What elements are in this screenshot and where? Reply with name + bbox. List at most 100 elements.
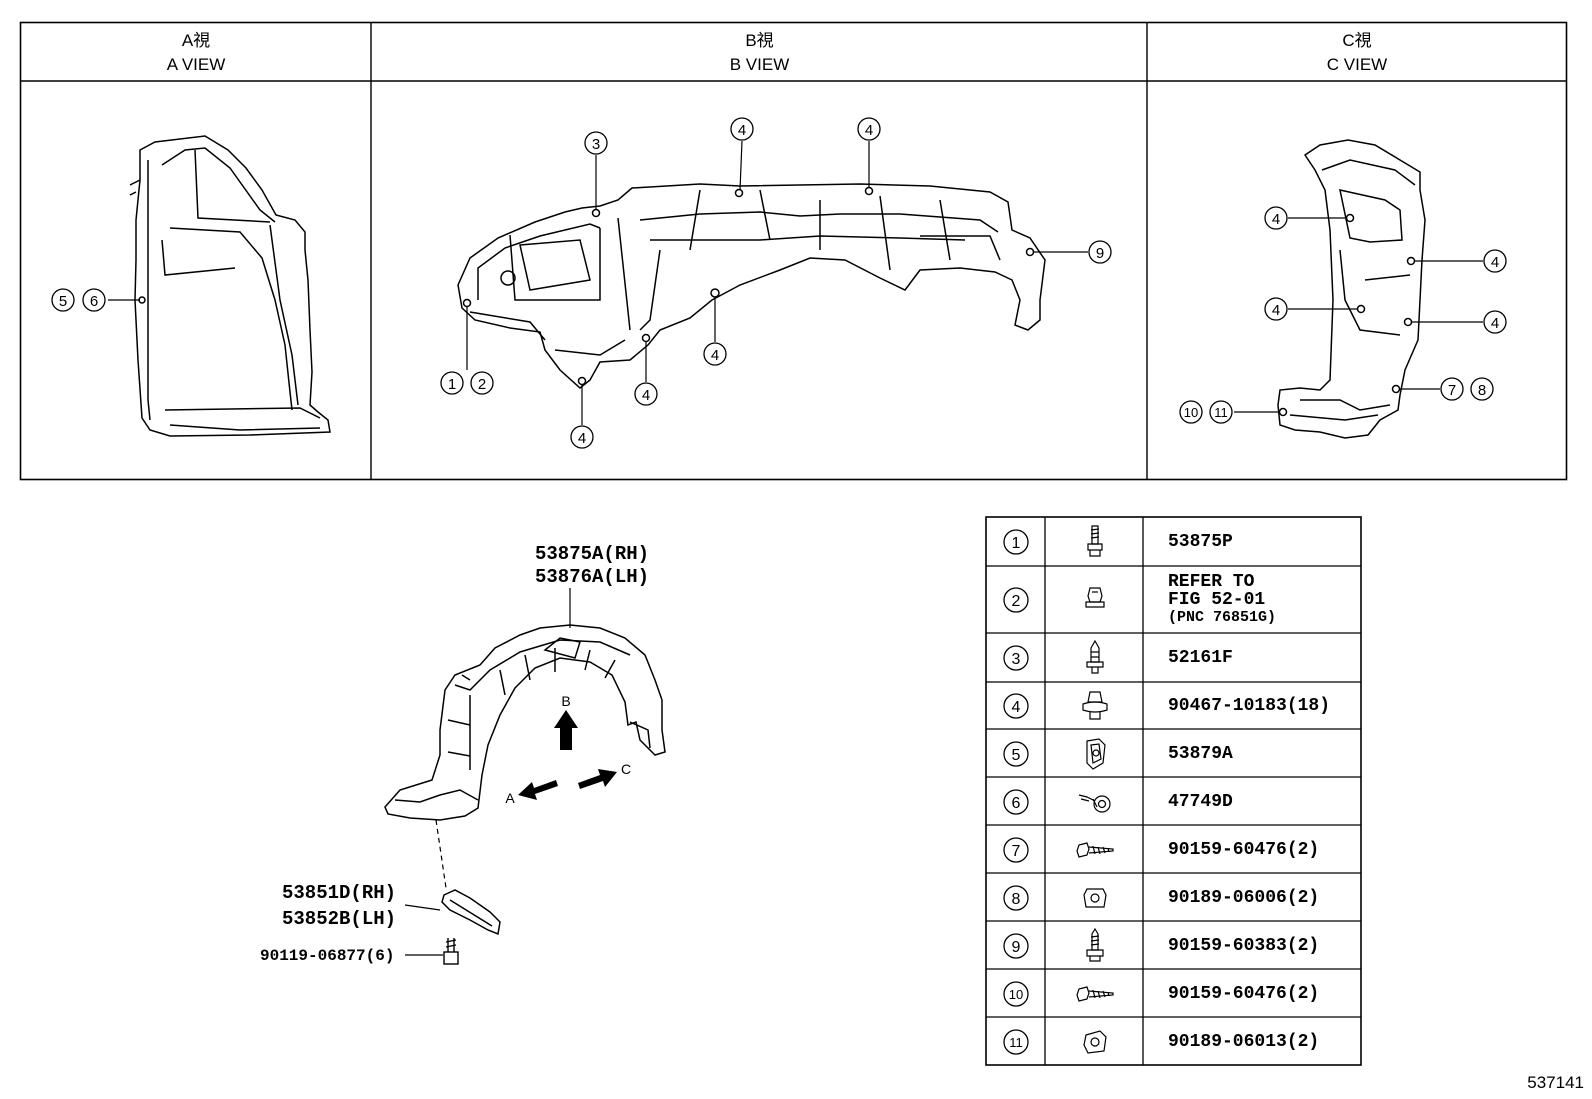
clamp-icon — [1046, 778, 1143, 825]
row-number-badge: 1 — [1002, 528, 1029, 555]
exploded-assembly-drawing: B A C — [384, 588, 666, 965]
bracket-part-number-rh: 53851D(RH) — [282, 882, 397, 904]
b-view-liner-drawing — [457, 183, 1046, 389]
row-number-badge: 7 — [1002, 836, 1029, 863]
grommet-nut-icon — [1046, 1018, 1143, 1065]
row-number-badge: 6 — [1002, 788, 1029, 815]
row-number-cell: 5 — [986, 730, 1045, 777]
callout-10: 10 — [1184, 405, 1198, 420]
row-number-badge: 5 — [1002, 740, 1029, 767]
callout-6: 6 — [90, 293, 98, 310]
svg-text:9: 9 — [1011, 939, 1020, 956]
callout-8: 8 — [1478, 382, 1486, 399]
callout-3: 3 — [592, 136, 600, 153]
clip-icon — [1046, 567, 1143, 633]
svg-text:3: 3 — [1011, 651, 1020, 668]
a-view-header: A視 A VIEW — [21, 22, 371, 80]
callout-4: 4 — [865, 122, 873, 139]
fender-liner-drawing — [384, 624, 666, 821]
a-view-callout: 5 6 — [51, 288, 140, 312]
row-number-cell: 9 — [986, 922, 1045, 969]
svg-text:11: 11 — [1009, 1035, 1023, 1050]
b-view-callouts — [466, 140, 1088, 425]
c-view-liner-drawing — [1277, 139, 1426, 439]
callout-1: 1 — [448, 376, 456, 393]
svg-text:2: 2 — [1011, 593, 1020, 610]
callout-4: 4 — [1272, 302, 1280, 319]
callout-4: 4 — [1272, 211, 1280, 228]
row-number-badge: 11 — [1002, 1028, 1029, 1055]
c-view-title-en: C VIEW — [1326, 55, 1388, 74]
a-view-liner-drawing — [129, 135, 331, 437]
b-view-header: B視 B VIEW — [372, 22, 1147, 80]
row-number-cell: 6 — [986, 778, 1045, 825]
callout-2: 2 — [478, 376, 486, 393]
row-number-cell: 2 — [986, 567, 1045, 633]
row-number-cell: 4 — [986, 683, 1045, 729]
view-panel: 5 6 1 — [19, 21, 1568, 481]
row-number-cell: 1 — [986, 517, 1045, 566]
liner-part-number-rh: 53875A(RH) — [535, 543, 650, 565]
nut-clip-icon — [1046, 730, 1143, 777]
part-number-cell: 53875P — [1168, 531, 1233, 552]
svg-text:10: 10 — [1008, 987, 1022, 1002]
part-number-cell: 90189-06006(2) — [1168, 887, 1320, 908]
row-number-cell: 11 — [986, 1018, 1045, 1065]
part-number-cell: 47749D — [1168, 791, 1233, 812]
callout-11: 11 — [1214, 405, 1228, 420]
row-number-badge: 4 — [1002, 693, 1029, 719]
screw-icon — [1046, 922, 1143, 969]
part-number-cell: 90159-60383(2) — [1168, 935, 1320, 956]
fastener-table-grid — [985, 516, 1362, 1066]
a-view-title-en: A VIEW — [166, 55, 226, 74]
callout-9: 9 — [1096, 245, 1104, 262]
liner-part-number-lh: 53876A(LH) — [535, 566, 650, 588]
view-arrow-c: C — [578, 761, 631, 789]
arrow-b-label: B — [561, 693, 570, 709]
part-number-cell: 90467-10183(18) — [1168, 696, 1331, 716]
screw-grommet-icon — [1046, 517, 1143, 566]
arrow-c-label: C — [621, 761, 631, 777]
part-number-cell: 90159-60476(2) — [1168, 983, 1320, 1004]
row-number-cell: 10 — [986, 970, 1045, 1017]
svg-text:8: 8 — [1011, 891, 1020, 908]
bracket-drawing — [441, 889, 501, 936]
svg-text:1: 1 — [1011, 535, 1020, 552]
diagram-id: 537141 — [1527, 1073, 1584, 1092]
svg-text:6: 6 — [1011, 795, 1020, 812]
push-rivet-icon — [1046, 634, 1143, 682]
callout-5: 5 — [59, 293, 67, 310]
row-number-cell: 8 — [986, 874, 1045, 921]
row-number-badge: 8 — [1002, 884, 1029, 911]
clip-icon — [1046, 683, 1143, 729]
arrow-a-label: A — [505, 790, 515, 806]
row-number-badge: 2 — [1002, 587, 1029, 613]
callout-4: 4 — [738, 122, 746, 139]
a-view-title-jp: A視 — [181, 31, 211, 50]
callout-4: 4 — [642, 387, 650, 404]
row-number-cell: 7 — [986, 826, 1045, 873]
row-number-badge: 3 — [1002, 645, 1029, 671]
callout-7: 7 — [1448, 382, 1456, 399]
svg-text:7: 7 — [1011, 843, 1020, 860]
b-view-title-en: B VIEW — [729, 55, 790, 74]
callout-4: 4 — [1491, 315, 1499, 332]
bolt-part-number: 90119-06877(6) — [260, 947, 395, 965]
part-number-cell: 52161F — [1168, 648, 1233, 668]
part-number-cell: 90159-60476(2) — [1168, 839, 1320, 860]
b-view-callout-labels: 1 2 3 4 4 4 4 4 9 — [440, 117, 1112, 449]
callout-4: 4 — [711, 347, 719, 364]
row-number-cell: 3 — [986, 634, 1045, 682]
row-number-badge: 9 — [1002, 932, 1029, 959]
svg-text:4: 4 — [1011, 699, 1020, 716]
view-arrow-b: B — [554, 693, 578, 750]
bracket-part-number-lh: 53852B(LH) — [282, 908, 397, 930]
screw-icon — [1046, 826, 1143, 873]
callout-4: 4 — [578, 430, 586, 447]
part-number-cell: 53879A — [1168, 743, 1233, 764]
c-view-title-jp: C視 — [1342, 31, 1372, 50]
part-number-cell: 90189-06013(2) — [1168, 1031, 1320, 1052]
c-view-callouts — [1234, 217, 1483, 413]
callout-4: 4 — [1491, 254, 1499, 271]
bolt-drawing — [443, 938, 459, 965]
